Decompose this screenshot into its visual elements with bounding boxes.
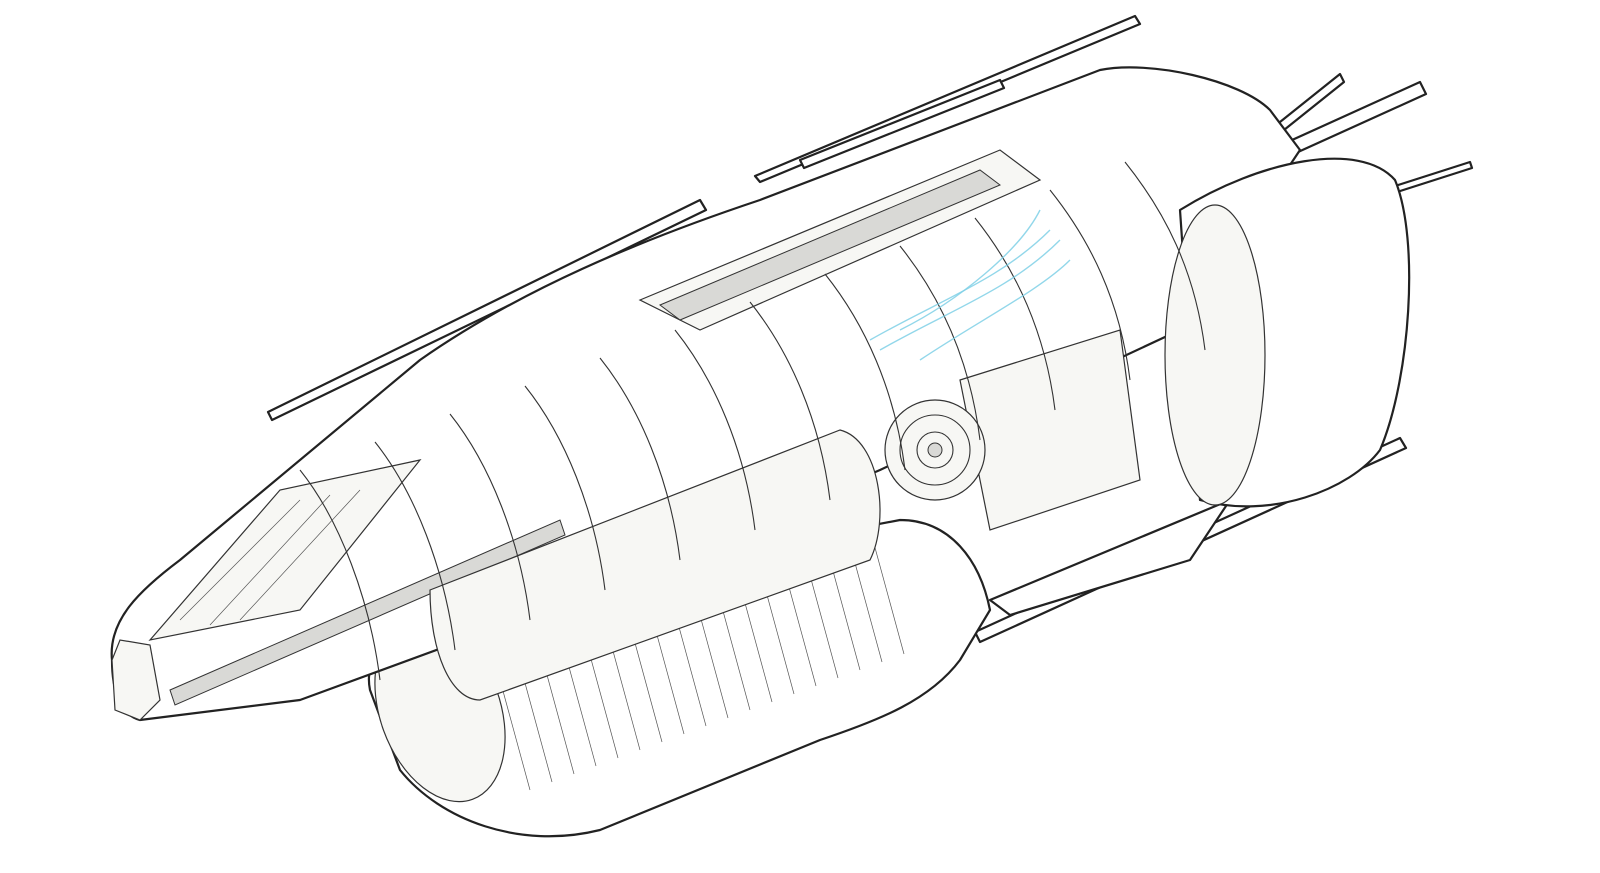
hull-panel-lines (299, 161, 1206, 681)
nacelle-rib (807, 567, 839, 679)
nacelle-rib (521, 671, 553, 783)
mid-cylinder (429, 429, 881, 701)
panel-seam (749, 301, 831, 501)
nacelle-rib (499, 679, 531, 791)
nacelle-rib (565, 655, 597, 767)
cockpit-canopy (148, 459, 422, 641)
nacelle-rib (631, 631, 663, 743)
nacelle-rib (829, 559, 861, 671)
energy-conduits (869, 209, 1071, 361)
nacelle-rib (873, 543, 905, 655)
panel-seam (1049, 189, 1131, 381)
panel-seam (524, 385, 606, 591)
nacelle-rib (587, 647, 619, 759)
nacelle-rib (653, 623, 685, 735)
nacelle-rib (719, 599, 751, 711)
panel-seam (974, 217, 1056, 411)
panel-seam (299, 469, 381, 681)
nacelle-rib (851, 551, 883, 663)
panel-seam (374, 441, 456, 651)
nacelle-rib (697, 607, 729, 719)
panel-seam (1124, 161, 1206, 351)
nacelle-ribs (499, 543, 905, 791)
nose-cap (111, 639, 161, 721)
nacelle-rib (785, 575, 817, 687)
nacelle-rib (609, 639, 641, 751)
nacelle-rib (675, 615, 707, 727)
window-strip (169, 519, 566, 706)
panel-seam (899, 245, 981, 441)
panel-seam (674, 329, 756, 531)
nacelle-rib (741, 591, 773, 703)
panel-seam (599, 357, 681, 561)
nacelle-rib (543, 663, 575, 775)
panel-seam (449, 413, 531, 621)
main-hull (110, 66, 1302, 722)
nacelle-rib (763, 583, 795, 695)
panel-seam (824, 273, 906, 471)
